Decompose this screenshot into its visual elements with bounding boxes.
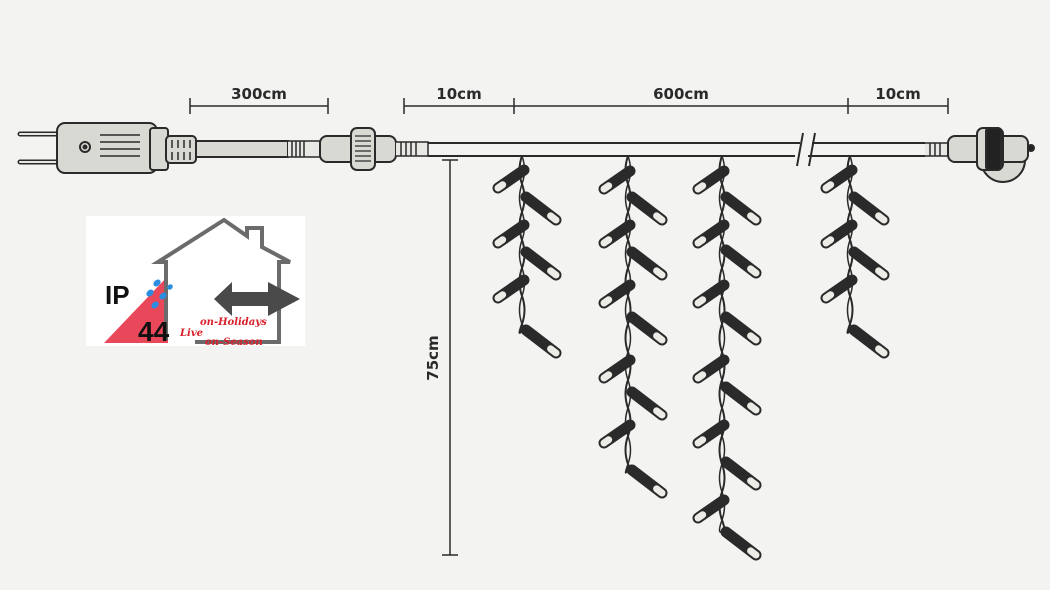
led-bulb [626, 311, 668, 346]
icicle-strands [492, 155, 890, 561]
led-bulb [692, 165, 730, 195]
logo-live: Live [179, 328, 203, 339]
logo-rating: 44 [138, 316, 170, 347]
logo-line1: on-Holidays [200, 317, 267, 328]
led-bulb [720, 456, 762, 491]
dim-line-end [848, 98, 949, 114]
label-drop-height: 75cm [424, 335, 442, 380]
led-bulb [626, 191, 668, 226]
strand-wire [518, 155, 526, 334]
dim-line-lead [189, 98, 329, 114]
led-bulb [692, 419, 730, 449]
led-bulb [492, 274, 530, 304]
led-bulb [692, 219, 730, 249]
ip44-logo: IP 44 Live on-Holidays on-Season [86, 216, 305, 348]
double-arrow-icon [214, 282, 300, 316]
cable-connector [319, 127, 429, 171]
led-bulb [720, 311, 762, 346]
led-bulb [720, 191, 762, 226]
logo-ip: IP [105, 280, 130, 310]
label-start-gap: 10cm [436, 85, 481, 103]
led-bulb [492, 164, 530, 194]
led-bulb [520, 246, 562, 281]
led-bulb [598, 219, 636, 249]
led-bulb [520, 191, 562, 226]
led-bulb [626, 386, 668, 421]
led-bulb [626, 246, 668, 281]
led-bulb [848, 324, 890, 359]
power-plug [17, 122, 323, 174]
label-lead-cable: 300cm [231, 85, 287, 103]
led-bulb [848, 246, 890, 281]
house-icon [151, 217, 291, 344]
icicle-strand [492, 155, 562, 359]
main-cable [428, 132, 949, 167]
led-bulb [692, 354, 730, 384]
icicle-strand [820, 155, 890, 359]
end-cap [947, 127, 1035, 183]
led-bulb [720, 526, 762, 561]
dimension-lines [189, 98, 949, 556]
led-bulb [598, 419, 636, 449]
led-bulb [626, 464, 668, 499]
led-bulb [820, 219, 858, 249]
water-drops-icon [146, 279, 173, 309]
led-bulb [692, 279, 730, 309]
led-bulb [520, 324, 562, 359]
led-bulb [692, 494, 730, 524]
led-bulb [820, 164, 858, 194]
led-bulb [598, 354, 636, 384]
led-bulb [598, 279, 636, 309]
led-bulb [492, 219, 530, 249]
dim-line-drop [442, 159, 458, 556]
strand-wire [846, 155, 854, 334]
led-bulb [720, 244, 762, 279]
led-bulb [848, 191, 890, 226]
strand-wire [624, 155, 632, 474]
led-bulb [598, 165, 636, 195]
led-bulb [720, 381, 762, 416]
logo-line2: on-Season [205, 337, 263, 348]
label-curtain-width: 600cm [653, 85, 709, 103]
icicle-strand [598, 155, 668, 499]
led-bulb [820, 274, 858, 304]
icicle-strand [692, 155, 762, 561]
label-end-gap: 10cm [875, 85, 920, 103]
